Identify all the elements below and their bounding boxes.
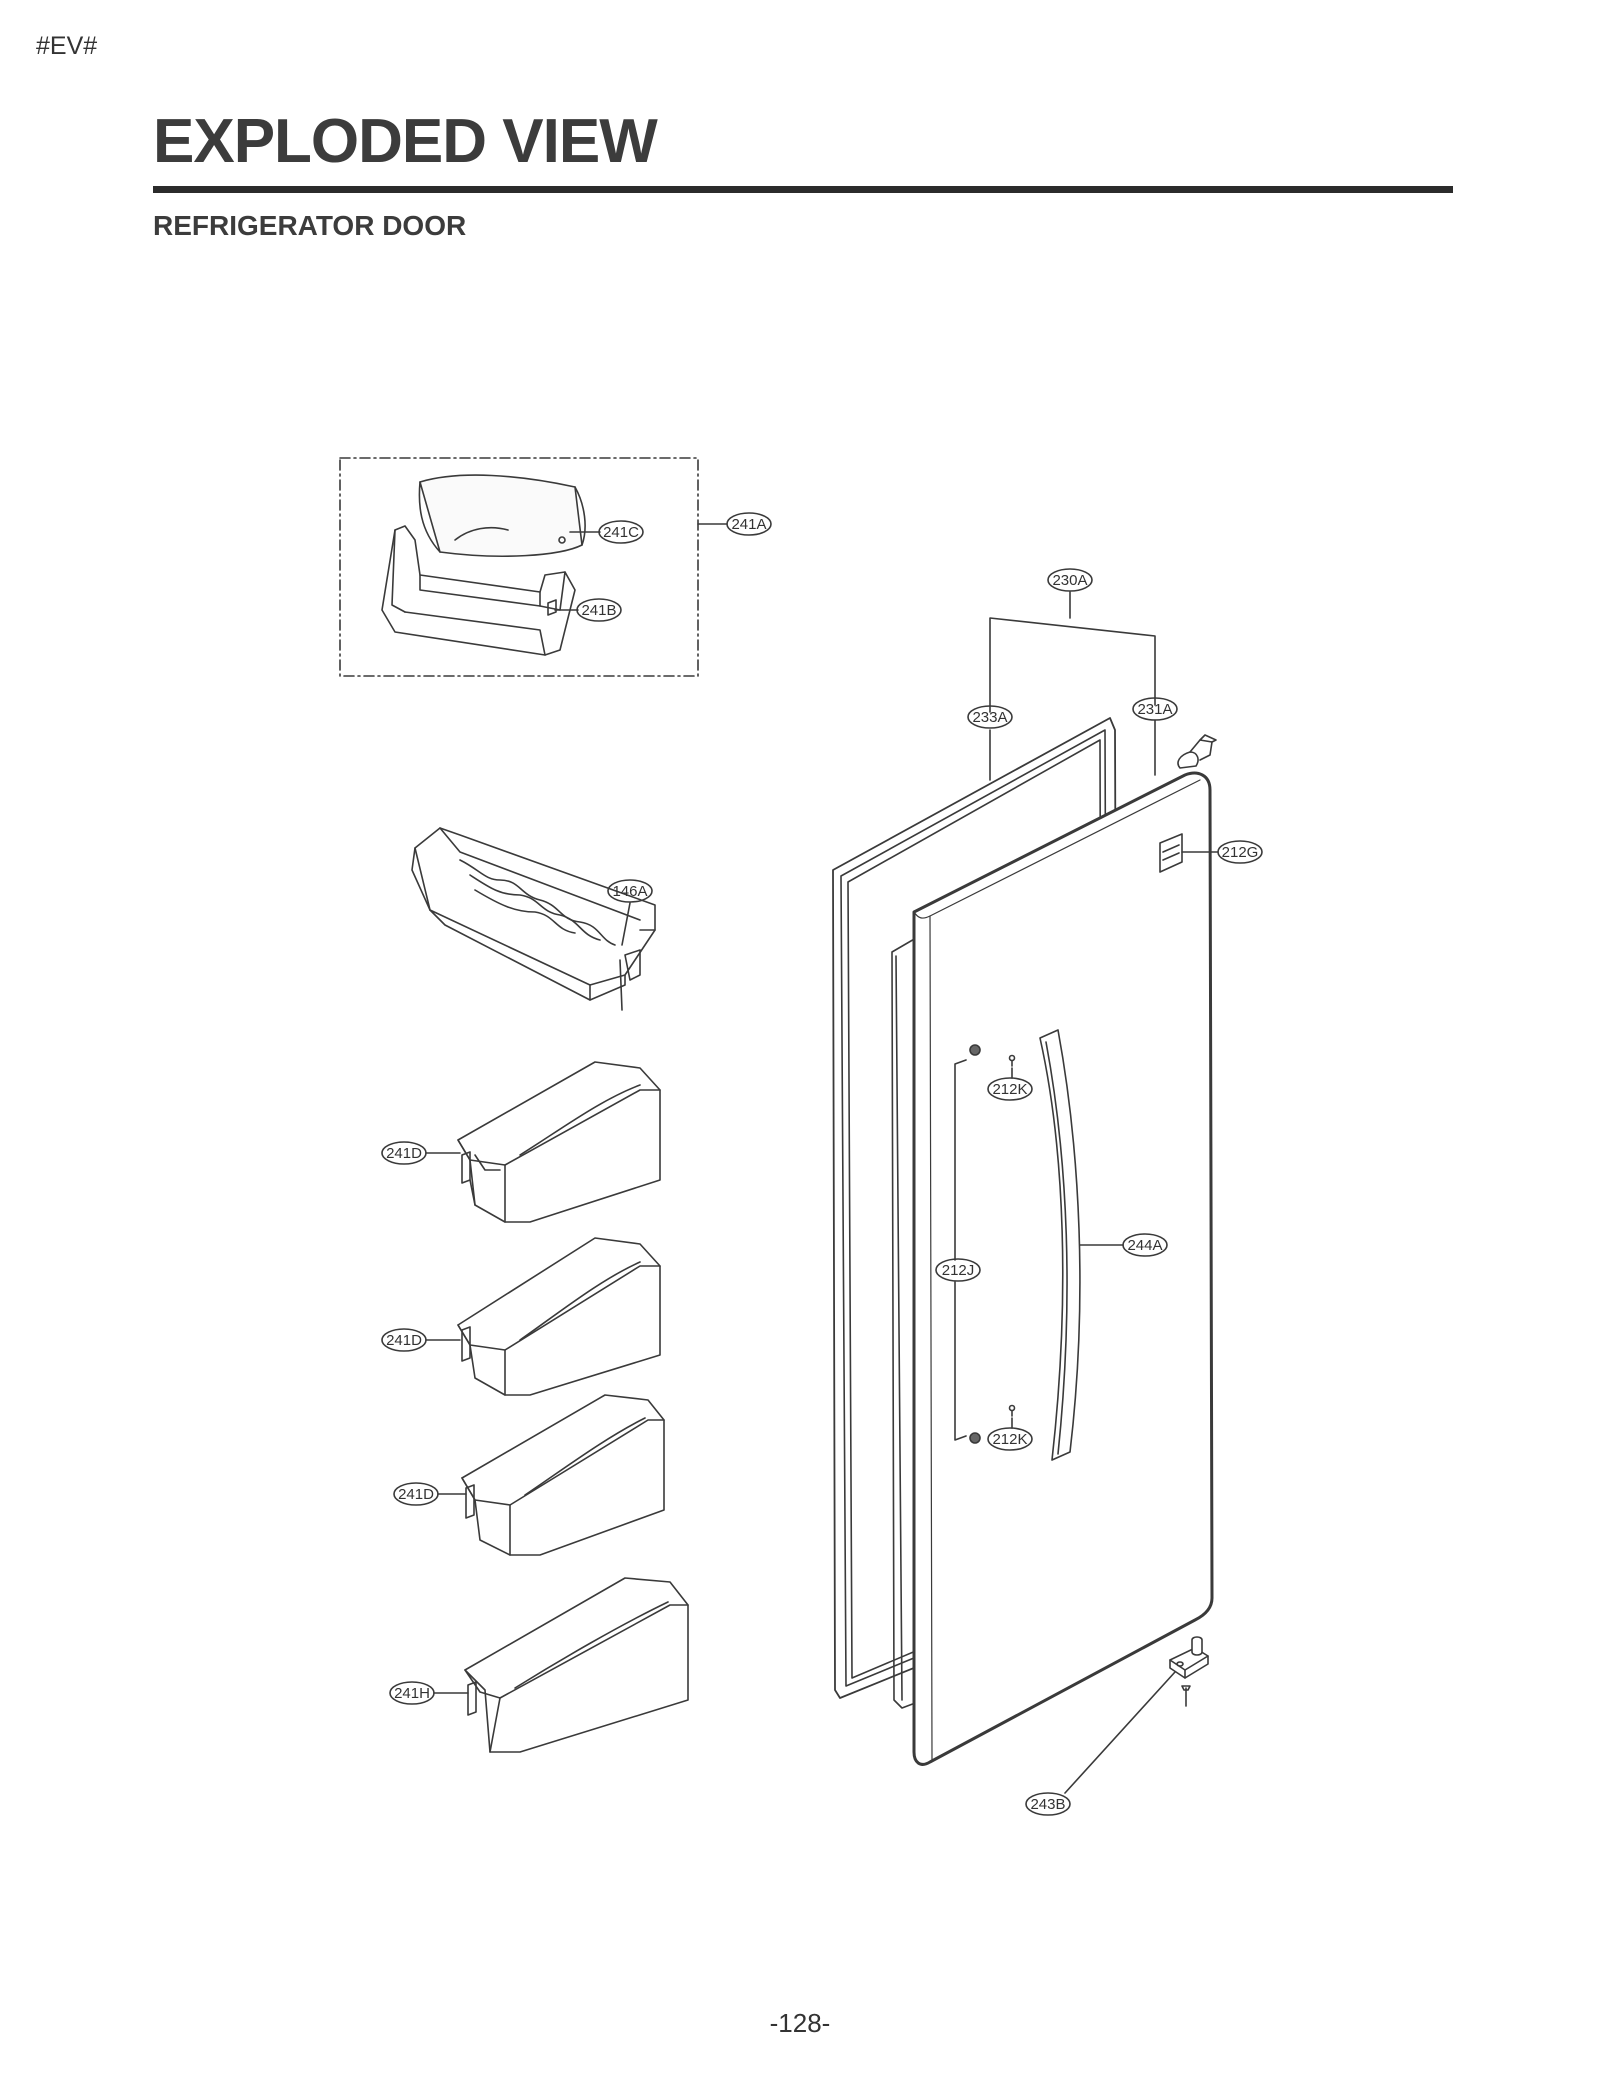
callout-212j: 212J xyxy=(935,1258,981,1282)
title-rule xyxy=(153,186,1453,193)
part-244a-handle xyxy=(1039,1029,1081,1461)
svg-text:243B: 243B xyxy=(1030,1796,1065,1813)
svg-text:241D: 241D xyxy=(386,1332,422,1349)
svg-text:212J: 212J xyxy=(942,1262,975,1279)
callout-241b: 241B xyxy=(576,598,622,622)
svg-text:212K: 212K xyxy=(992,1431,1027,1448)
callout-231a: 231A xyxy=(1132,697,1178,721)
svg-text:233A: 233A xyxy=(972,709,1007,726)
part-241d-bin-1 xyxy=(457,1061,661,1223)
part-243b-lower-hinge xyxy=(1169,1636,1209,1707)
part-212k-screws xyxy=(1008,1054,1016,1417)
part-212j-studs xyxy=(969,1044,981,1444)
section-subtitle: REFRIGERATOR DOOR xyxy=(153,210,467,241)
callout-243b: 243B xyxy=(1025,1792,1071,1816)
part-146a-egg-shelf xyxy=(411,827,656,1011)
callout-233a: 233A xyxy=(967,705,1013,729)
callout-241c: 241C xyxy=(598,520,644,544)
svg-text:212K: 212K xyxy=(992,1081,1027,1098)
part-241h-bin xyxy=(464,1577,689,1753)
part-241a-assembly xyxy=(339,457,699,677)
callout-230a: 230A xyxy=(1047,568,1093,592)
callout-212k-top: 212K xyxy=(987,1077,1033,1101)
document-tag: #EV# xyxy=(36,32,98,60)
svg-text:146A: 146A xyxy=(612,883,647,900)
page-number: -128- xyxy=(769,2008,831,2038)
svg-text:231A: 231A xyxy=(1137,701,1172,718)
svg-text:244A: 244A xyxy=(1127,1237,1162,1254)
svg-text:241B: 241B xyxy=(581,602,616,619)
svg-text:241D: 241D xyxy=(386,1145,422,1162)
callout-212k-bottom: 212K xyxy=(987,1427,1033,1451)
part-241d-bin-2 xyxy=(457,1237,661,1396)
svg-text:241D: 241D xyxy=(398,1486,434,1503)
svg-text:241A: 241A xyxy=(731,516,766,533)
callout-212g: 212G xyxy=(1217,840,1263,864)
callout-244a: 244A xyxy=(1122,1233,1168,1257)
callout-241d-1: 241D xyxy=(381,1141,427,1165)
callout-241a: 241A xyxy=(726,512,772,536)
svg-text:212G: 212G xyxy=(1222,844,1259,861)
callout-241d-2: 241D xyxy=(381,1328,427,1352)
page-title: EXPLODED VIEW xyxy=(153,107,658,176)
svg-text:241C: 241C xyxy=(603,524,639,541)
callout-241d-3: 241D xyxy=(393,1482,439,1506)
svg-text:230A: 230A xyxy=(1052,572,1087,589)
callout-146a: 146A xyxy=(607,879,653,903)
part-241d-bin-3 xyxy=(461,1394,665,1556)
svg-text:241H: 241H xyxy=(394,1685,430,1702)
callout-241h: 241H xyxy=(389,1681,435,1705)
